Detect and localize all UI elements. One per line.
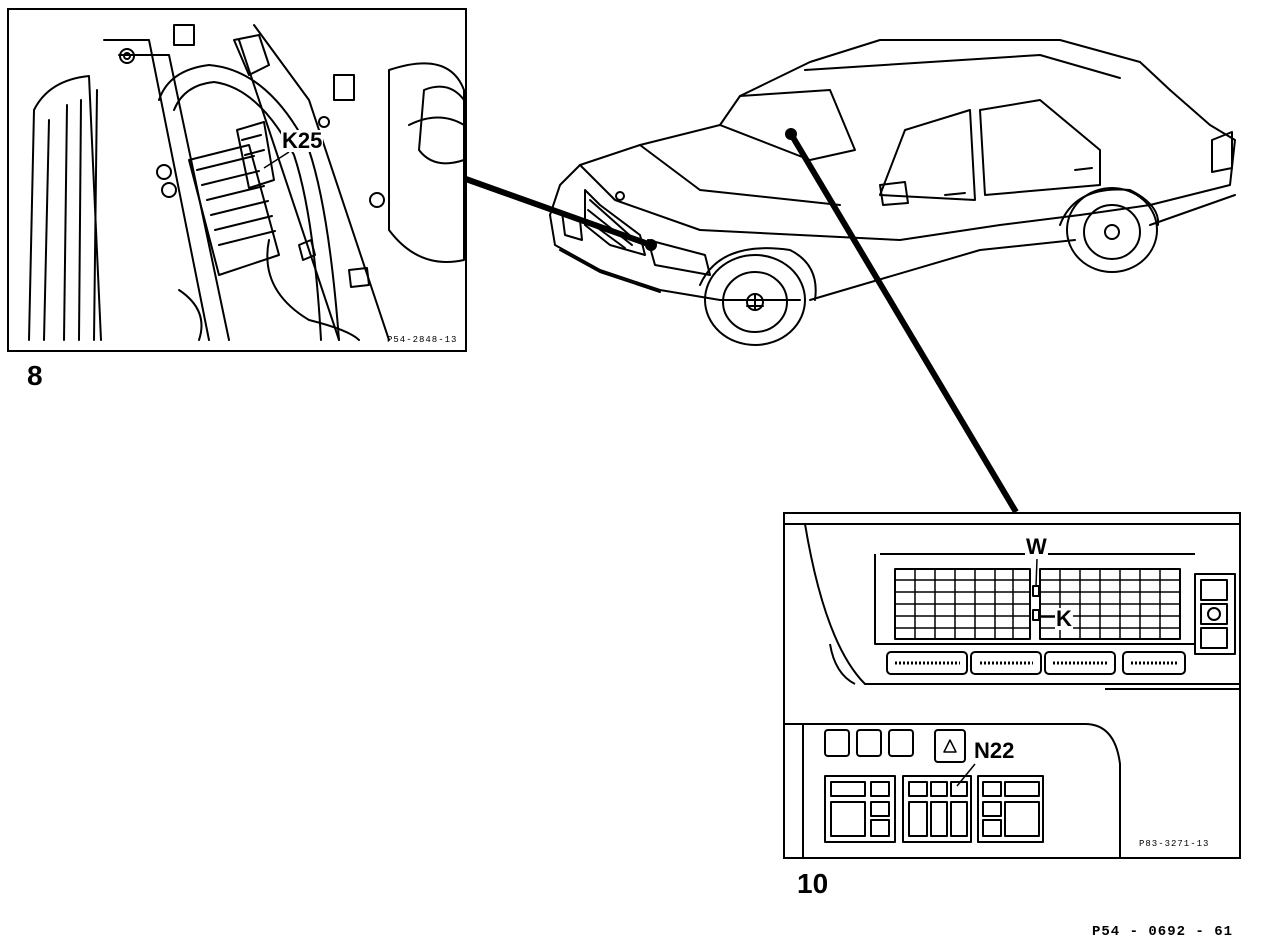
leader-line-engine [461, 175, 653, 248]
panel-10-ref: P83-3271-13 [1139, 839, 1210, 849]
figure-reference: P54 - 0692 - 61 [1092, 924, 1234, 940]
callout-k: K [1055, 606, 1073, 631]
leader-line-dashboard [788, 132, 1019, 514]
engine-compartment-detail: K25 P54-2848-13 [7, 8, 467, 352]
car-rear-wheel [1066, 187, 1158, 273]
engine-compartment-drawing [28, 24, 465, 341]
relay-k25 [236, 121, 275, 189]
switch-block-left [824, 775, 896, 843]
callout-w: W [1025, 534, 1048, 559]
frame-rail [103, 39, 210, 341]
switch-block-right [977, 775, 1044, 843]
car-grille [584, 189, 646, 256]
car-headlight [647, 239, 711, 276]
switch-block-center [902, 775, 972, 843]
hazard-switch [934, 729, 966, 763]
figure-number-10: 10 [797, 868, 829, 899]
car-front-wheel [704, 254, 806, 346]
callout-n22: N22 [973, 738, 1016, 763]
dashboard-drawing [785, 523, 1239, 857]
callout-k25: K25 [281, 128, 324, 153]
figure-number-8: 8 [27, 360, 43, 391]
panel-8-ref: P54-2848-13 [387, 335, 458, 345]
leader-dot-dashboard [785, 128, 797, 140]
radiator [188, 144, 280, 276]
car-rear-window [979, 99, 1101, 196]
car-front-window [879, 109, 976, 201]
dashboard-detail: W K N22 P83-3271-13 [783, 512, 1241, 859]
car-windshield [719, 89, 856, 161]
car-roof [739, 39, 1171, 97]
